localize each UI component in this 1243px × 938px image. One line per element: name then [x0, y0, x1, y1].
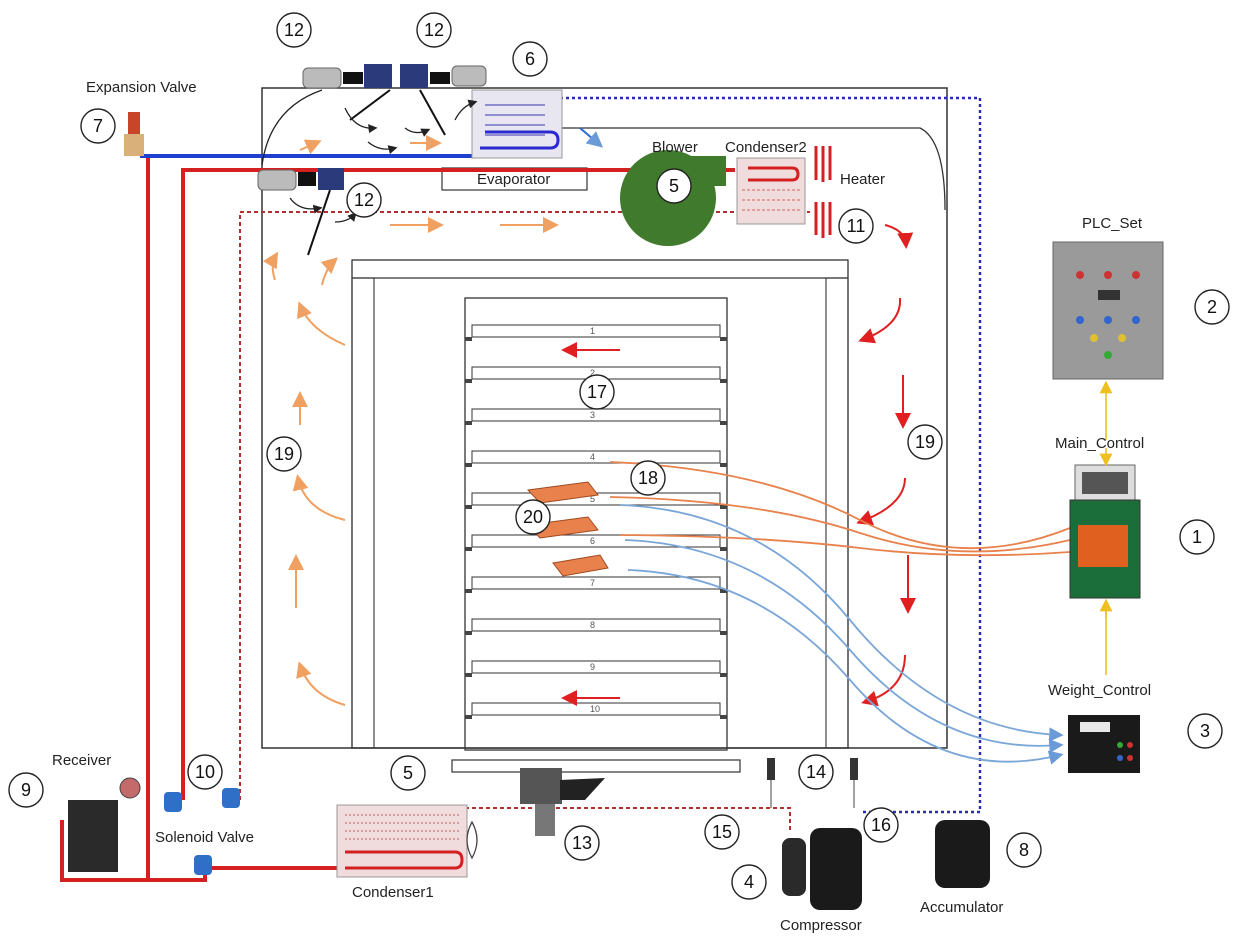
- svg-text:6: 6: [525, 49, 535, 69]
- callout-n20: 20: [516, 500, 550, 534]
- tray: 1: [465, 325, 727, 341]
- hot-airflow-arrows: [860, 225, 908, 702]
- callout-n15: 15: [705, 815, 739, 849]
- svg-text:12: 12: [424, 20, 444, 40]
- expansion-valve: [124, 112, 144, 156]
- callout-n17: 17: [580, 375, 614, 409]
- callout-n13: 13: [565, 826, 599, 860]
- label-heater: Heater: [840, 171, 885, 188]
- tray: 3: [465, 409, 727, 425]
- circulation-fans: [258, 64, 486, 255]
- svg-text:9: 9: [21, 780, 31, 800]
- tray-number: 1: [590, 326, 595, 336]
- callout-n14: 14: [799, 755, 833, 789]
- svg-text:5: 5: [403, 763, 413, 783]
- tray-number: 6: [590, 536, 595, 546]
- callout-n8: 8: [1007, 833, 1041, 867]
- evaporator: [472, 90, 562, 158]
- label-expansion-valve: Expansion Valve: [86, 79, 197, 96]
- tray-number: 4: [590, 452, 595, 462]
- svg-text:20: 20: [523, 507, 543, 527]
- tray-number: 8: [590, 620, 595, 630]
- airflow-arrows: [273, 142, 555, 705]
- label-condenser1: Condenser1: [352, 884, 434, 901]
- svg-text:7: 7: [93, 116, 103, 136]
- tray: 7: [465, 577, 727, 593]
- accumulator: [935, 820, 990, 888]
- svg-text:3: 3: [1200, 721, 1210, 741]
- tray: 9: [465, 661, 727, 677]
- label-weight-control: Weight_Control: [1048, 682, 1151, 699]
- callout-n12-c: 12: [347, 183, 381, 217]
- tray: 8: [465, 619, 727, 635]
- condenser1: [337, 805, 477, 877]
- tray-number: 9: [590, 662, 595, 672]
- svg-text:10: 10: [195, 762, 215, 782]
- tray: 10: [465, 703, 727, 719]
- callout-n18: 18: [631, 461, 665, 495]
- tray-number: 7: [590, 578, 595, 588]
- svg-text:1: 1: [1192, 527, 1202, 547]
- svg-text:12: 12: [284, 20, 304, 40]
- drying-frame: [352, 260, 848, 748]
- callout-n5-blower: 5: [657, 169, 691, 203]
- svg-text:18: 18: [638, 468, 658, 488]
- compressor: [782, 828, 862, 910]
- svg-text:2: 2: [1207, 297, 1217, 317]
- svg-text:19: 19: [274, 444, 294, 464]
- rack-base: [452, 760, 740, 772]
- main-control-unit: [1070, 465, 1140, 598]
- svg-text:16: 16: [871, 815, 891, 835]
- plc-set-panel: [1053, 242, 1163, 379]
- label-condenser2: Condenser2: [725, 139, 807, 156]
- sensor-wires: [610, 462, 1070, 762]
- callout-n11: 11: [839, 209, 873, 243]
- condenser2: [737, 158, 805, 224]
- svg-text:4: 4: [744, 872, 754, 892]
- tray: 4: [465, 451, 727, 467]
- callout-n19-right: 19: [908, 425, 942, 459]
- label-plc-set: PLC_Set: [1082, 215, 1143, 232]
- callout-n12-b: 12: [417, 13, 451, 47]
- svg-text:13: 13: [572, 833, 592, 853]
- callout-n2: 2: [1195, 290, 1229, 324]
- label-receiver: Receiver: [52, 752, 111, 769]
- label-main-control: Main_Control: [1055, 435, 1144, 452]
- tray-rack: [465, 298, 727, 750]
- tray-number: 10: [590, 704, 600, 714]
- callout-n6: 6: [513, 42, 547, 76]
- callout-n10: 10: [188, 755, 222, 789]
- callout-n16: 16: [864, 808, 898, 842]
- label-accumulator: Accumulator: [920, 899, 1003, 916]
- condenser-fan-motor: [520, 768, 605, 836]
- svg-text:12: 12: [354, 190, 374, 210]
- callout-n3: 3: [1188, 714, 1222, 748]
- svg-text:8: 8: [1019, 840, 1029, 860]
- svg-text:19: 19: [915, 432, 935, 452]
- svg-text:15: 15: [712, 822, 732, 842]
- heater: [816, 146, 830, 238]
- svg-text:11: 11: [847, 216, 866, 236]
- label-evaporator: Evaporator: [477, 171, 550, 188]
- svg-text:14: 14: [806, 762, 826, 782]
- receiver: [68, 778, 140, 872]
- label-compressor: Compressor: [780, 917, 862, 934]
- label-blower: Blower: [652, 139, 698, 156]
- tray-number: 3: [590, 410, 595, 420]
- svg-text:5: 5: [669, 176, 679, 196]
- callout-n1: 1: [1180, 520, 1214, 554]
- callout-n5-condenser: 5: [391, 756, 425, 790]
- weight-control-unit: [1068, 715, 1140, 773]
- callout-n12-a: 12: [277, 13, 311, 47]
- callout-n9: 9: [9, 773, 43, 807]
- label-solenoid-valve: Solenoid Valve: [155, 829, 254, 846]
- svg-text:17: 17: [587, 382, 607, 402]
- callout-n19-left: 19: [267, 437, 301, 471]
- callout-n7: 7: [81, 109, 115, 143]
- callout-n4: 4: [732, 865, 766, 899]
